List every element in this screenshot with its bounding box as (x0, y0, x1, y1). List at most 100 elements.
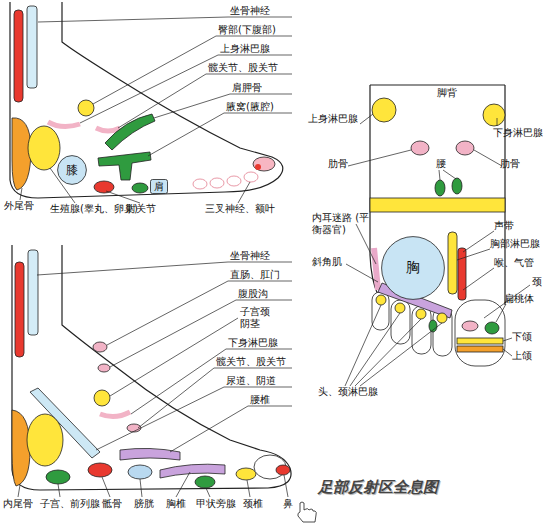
zone-name: 胸 (381, 236, 445, 300)
region-label: 腹股沟 (238, 288, 268, 300)
region-label: 腋窝(腋腔) (226, 101, 274, 113)
shoulder-zone (132, 183, 148, 193)
region-label: 子宫颈 阴茎 (240, 306, 274, 330)
waist-zone (452, 178, 462, 194)
rib-zone (456, 141, 474, 155)
elbow-zone (94, 181, 114, 193)
region-label: 臀部(下腹部) (218, 24, 276, 36)
hip-zone (127, 424, 141, 432)
foot-outline (370, 85, 505, 305)
toe (210, 178, 224, 188)
region-label: 腰 (436, 158, 446, 170)
lymph-zone (100, 412, 130, 417)
neck-zone (462, 321, 478, 331)
bladder-zone (128, 465, 152, 479)
region-label: 生殖腺(睾丸、卵巢) (50, 203, 138, 215)
rib-zone (411, 141, 429, 155)
leader-line (20, 168, 250, 203)
region-label: 骶骨 (102, 498, 122, 510)
leader-line (131, 349, 292, 414)
lymph-zone (483, 104, 505, 126)
region-label: 下身淋巴腺 (228, 337, 278, 349)
foot-outline (10, 2, 283, 198)
region-label: 上身淋巴腺 (308, 113, 358, 125)
hand-cursor-icon (298, 502, 317, 522)
leader-line (118, 74, 292, 128)
leader-line (38, 17, 292, 22)
foot-outline (12, 245, 291, 490)
region-label: 腰椎 (250, 394, 270, 406)
region-label: 内耳迷路 (平衡器官) (312, 212, 370, 236)
chart-title: 足部反射区全息图 (318, 478, 438, 497)
region-label: 斜角肌 (312, 256, 342, 268)
region-label: 下身淋巴腺 (493, 127, 543, 139)
nose-zone (276, 465, 290, 475)
lymph-zone (372, 98, 396, 122)
lymph-zone (416, 309, 426, 319)
lymph-zone (376, 295, 386, 305)
leader-lines (345, 114, 530, 386)
region-label: 外尾骨 (4, 200, 34, 212)
leader-line (107, 281, 292, 345)
region-label: 上身淋巴腺 (220, 43, 270, 55)
region-label: 子宫、前列腺 (40, 498, 100, 510)
lumbar-zone (120, 448, 180, 460)
region-label: 直肠、肛门 (230, 269, 280, 281)
scalene-zone (374, 248, 378, 290)
diaphragm-band (370, 198, 505, 212)
cervical-zone (236, 468, 256, 480)
leader-line (110, 300, 292, 367)
toe (193, 179, 207, 189)
leader-line (138, 368, 292, 428)
leader-line (148, 113, 292, 156)
thoracic-zone (160, 464, 225, 478)
region-label: 喉、气管 (494, 257, 534, 269)
sacrum-zone (88, 463, 112, 477)
armpit-zone (98, 152, 151, 180)
toe (244, 172, 258, 182)
region-label: 上颌 (512, 350, 532, 362)
big-toe (455, 300, 505, 366)
lymph-zone (48, 122, 80, 127)
trigeminal-zone (255, 164, 261, 170)
region-label: 肘关节 (126, 203, 156, 215)
region-label: 头、颈淋巴腺 (318, 386, 378, 398)
reflex-zone: 肩 (150, 179, 168, 194)
reflex-zone: 膝 (57, 155, 87, 185)
jaw-band (457, 338, 503, 344)
region-label: 下颌 (512, 331, 532, 343)
rectum-zone (93, 342, 107, 352)
region-label: 坐骨神经 (230, 250, 270, 262)
cervix-zone (94, 390, 110, 406)
region-label: 胸部淋巴腺 (490, 238, 540, 250)
region-label: 颈 (532, 276, 542, 288)
region-label: 尿道、阴道 (226, 375, 276, 387)
jaw-band (457, 346, 503, 352)
lymph-zone (395, 303, 405, 313)
region-label: 肩胛骨 (232, 82, 262, 94)
region-label: 坐骨神经 (230, 5, 270, 17)
toe (227, 176, 241, 186)
big-toe (253, 157, 275, 171)
region-label: 三叉神经、额叶 (205, 203, 275, 215)
top-foot (370, 85, 505, 366)
lymph-zone (437, 313, 447, 323)
parathyroid-zone (195, 476, 215, 488)
region-label: 肋骨 (500, 158, 520, 170)
leader-line (345, 305, 442, 386)
region-label: 膀胱 (134, 498, 154, 510)
buttock-zone (78, 100, 94, 116)
prostate-zone (46, 470, 70, 484)
sciatic-zone (14, 10, 23, 102)
region-label: 扁桃体 (504, 293, 534, 305)
region-label: 甲状旁腺 (196, 498, 236, 510)
leader-line (96, 387, 292, 450)
leader-lines (20, 17, 292, 203)
coccyx-zone (12, 410, 30, 486)
region-label: 髋关节、股关节 (216, 356, 286, 368)
zone-shape (382, 237, 445, 300)
leader-line (348, 114, 502, 180)
zone-name: 膝 (57, 155, 87, 185)
